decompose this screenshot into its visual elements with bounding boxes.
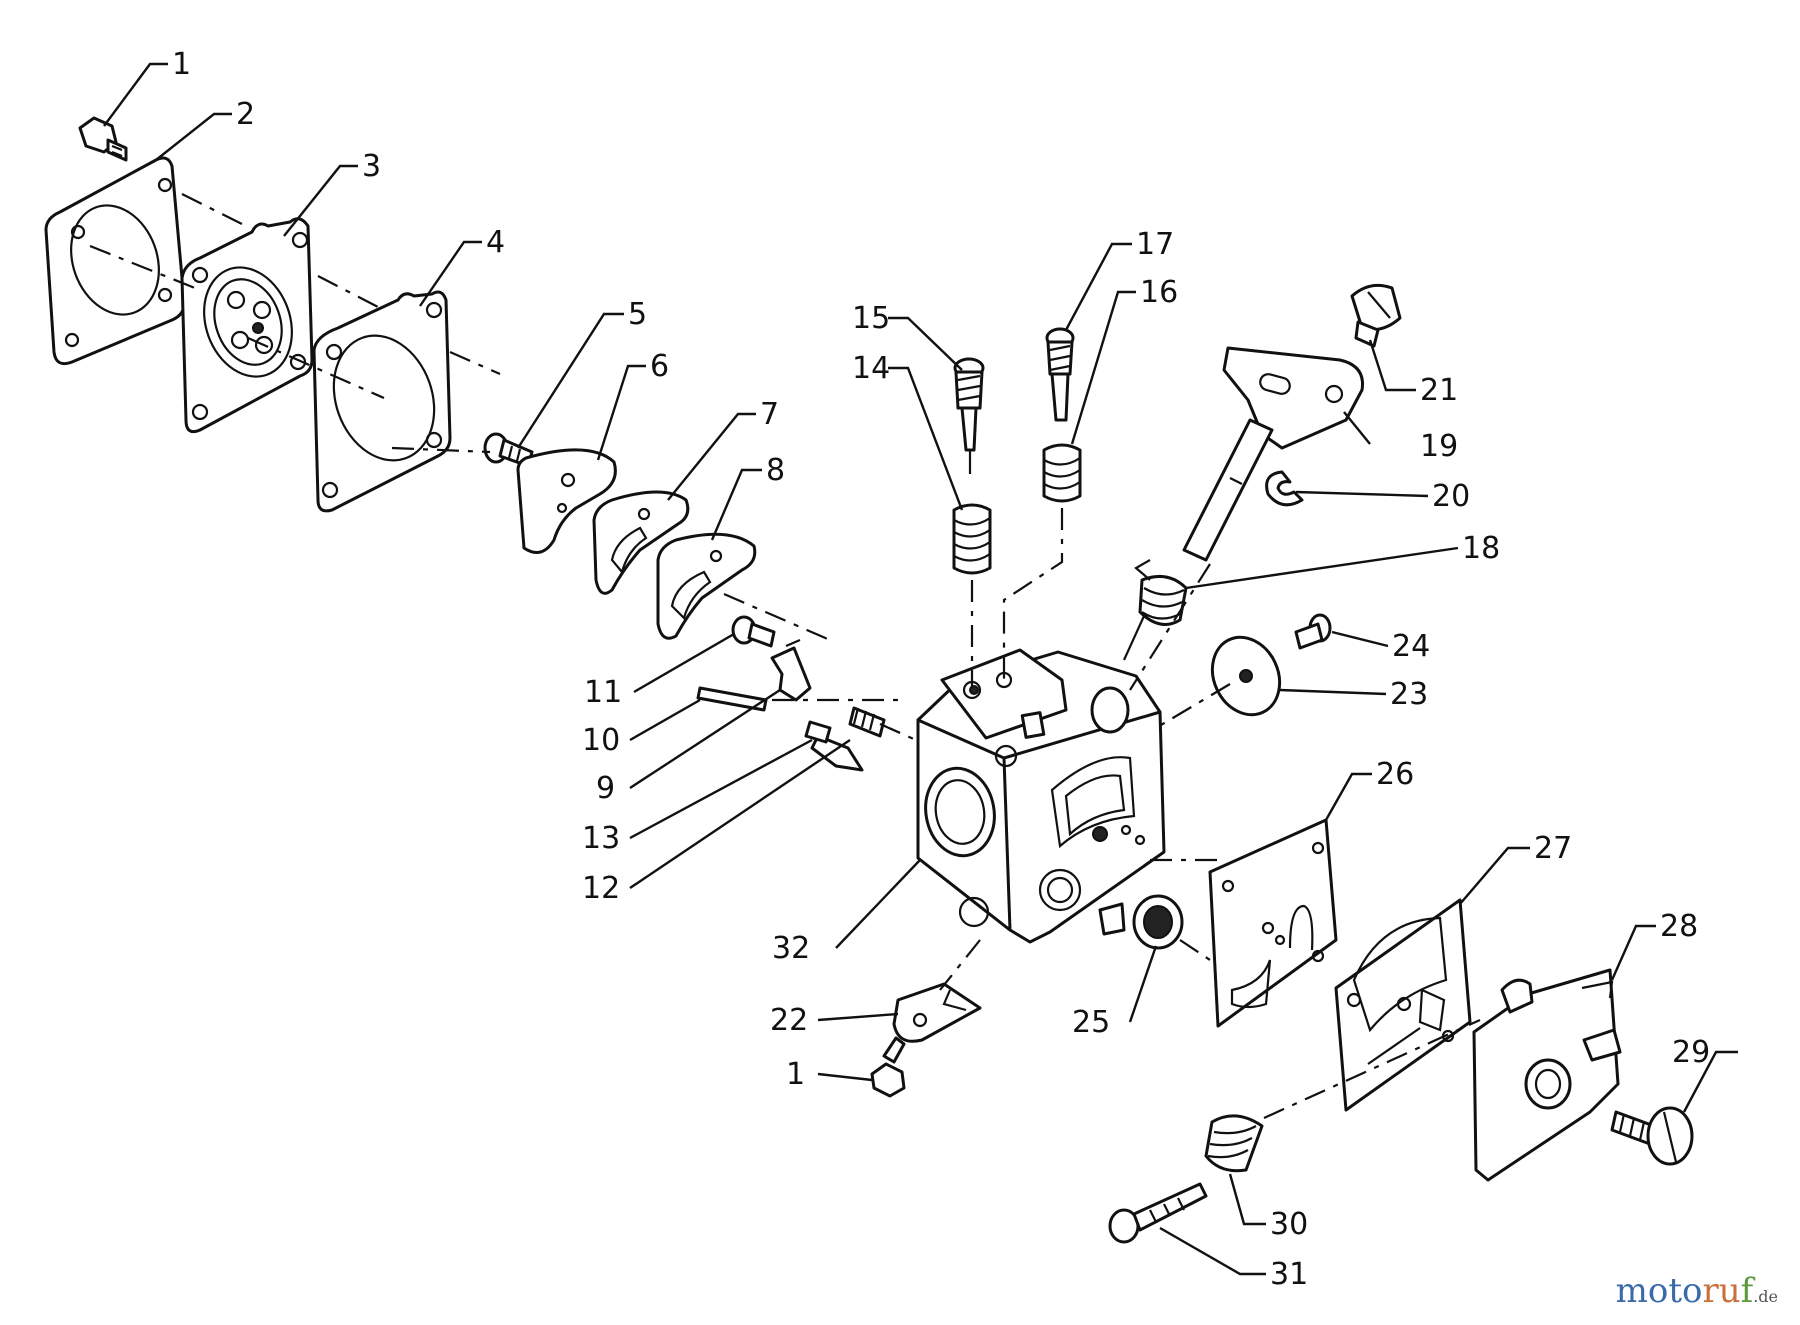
part-10-pin: [696, 686, 768, 712]
part-31-screw: [1108, 1182, 1208, 1244]
callout-7: 7: [760, 397, 779, 432]
part-9-lever: [770, 638, 812, 702]
callout-28: 28: [1660, 909, 1698, 944]
leader-lines: [103, 62, 1738, 1276]
callout-14: 14: [852, 351, 890, 386]
callout-21: 21: [1420, 373, 1458, 408]
part-29-screw: [1610, 1106, 1694, 1166]
callout-numbers: 1 2 3 4 5 6 7 8 9 10 11 12 13 14 15 16 1…: [172, 47, 1710, 1292]
part-15-needle-screw: [953, 357, 985, 474]
part-21-screw: [1350, 283, 1402, 348]
callout-2: 2: [236, 97, 255, 132]
callout-27: 27: [1534, 831, 1572, 866]
callout-15: 15: [852, 301, 890, 336]
callout-3: 3: [362, 149, 381, 184]
part-28-metering-cover: [1472, 968, 1622, 1182]
callout-20: 20: [1432, 479, 1470, 514]
callout-13: 13: [582, 821, 620, 856]
callout-26: 26: [1376, 757, 1414, 792]
part-11-screw: [731, 615, 776, 648]
part-27-metering-diaphragm: [1334, 898, 1472, 1112]
part-24-screw: [1294, 613, 1332, 650]
part-7-lever-plate: [592, 490, 690, 595]
callout-5: 5: [628, 297, 647, 332]
part-3-pump-diaphragm: [180, 217, 314, 434]
callout-30: 30: [1270, 1207, 1308, 1242]
part-2-cover-plate: [44, 156, 186, 366]
assembly-centerlines: [89, 193, 1481, 1120]
part-18-torsion-spring: [1122, 559, 1188, 661]
callout-1-bottom: 1: [786, 1057, 805, 1092]
callout-24: 24: [1392, 629, 1430, 664]
part-14-spring: [952, 503, 992, 575]
part-12-spring: [848, 706, 886, 738]
part-22-bracket: [892, 982, 982, 1043]
part-26-gasket: [1208, 818, 1338, 1028]
callout-10: 10: [582, 723, 620, 758]
callout-16: 16: [1140, 275, 1178, 310]
watermark-part4: .de: [1753, 1287, 1778, 1306]
watermark-part2: ru: [1702, 1271, 1741, 1311]
watermark-part1: moto: [1615, 1271, 1703, 1311]
watermark-part3: f: [1740, 1271, 1754, 1311]
callout-1-top: 1: [172, 47, 191, 82]
callout-11: 11: [584, 675, 622, 710]
part-13-fitting: [804, 720, 832, 744]
callout-4: 4: [486, 225, 505, 260]
callout-12: 12: [582, 871, 620, 906]
callout-31: 31: [1270, 1257, 1308, 1292]
part-4-gasket: [312, 290, 452, 513]
callout-6: 6: [650, 349, 669, 384]
part-17-needle-screw: [1045, 327, 1075, 422]
part-30-spring: [1204, 1114, 1264, 1173]
part-6-plate: [516, 448, 617, 554]
part-32-carburetor-body: [916, 648, 1166, 944]
watermark-logo: motoruf.de: [1616, 1271, 1778, 1311]
part-8-plate: [656, 532, 757, 640]
part-19-throttle-shaft: [1182, 346, 1365, 562]
callout-17: 17: [1136, 227, 1174, 262]
callout-19: 19: [1420, 429, 1458, 464]
part-25-filter-screen: [1132, 894, 1184, 950]
callout-29: 29: [1672, 1035, 1710, 1070]
callout-25: 25: [1072, 1005, 1110, 1040]
part-1-screw: [78, 116, 128, 162]
callout-23: 23: [1390, 677, 1428, 712]
callout-8: 8: [766, 453, 785, 488]
callout-18: 18: [1462, 531, 1500, 566]
callout-9: 9: [596, 771, 615, 806]
part-1-screw-bottom: [870, 1036, 906, 1098]
callout-22: 22: [770, 1003, 808, 1038]
part-16-spring: [1042, 443, 1082, 503]
callout-32: 32: [772, 931, 810, 966]
part-20-clip: [1265, 470, 1304, 507]
part-23-throttle-disc: [1210, 635, 1282, 717]
